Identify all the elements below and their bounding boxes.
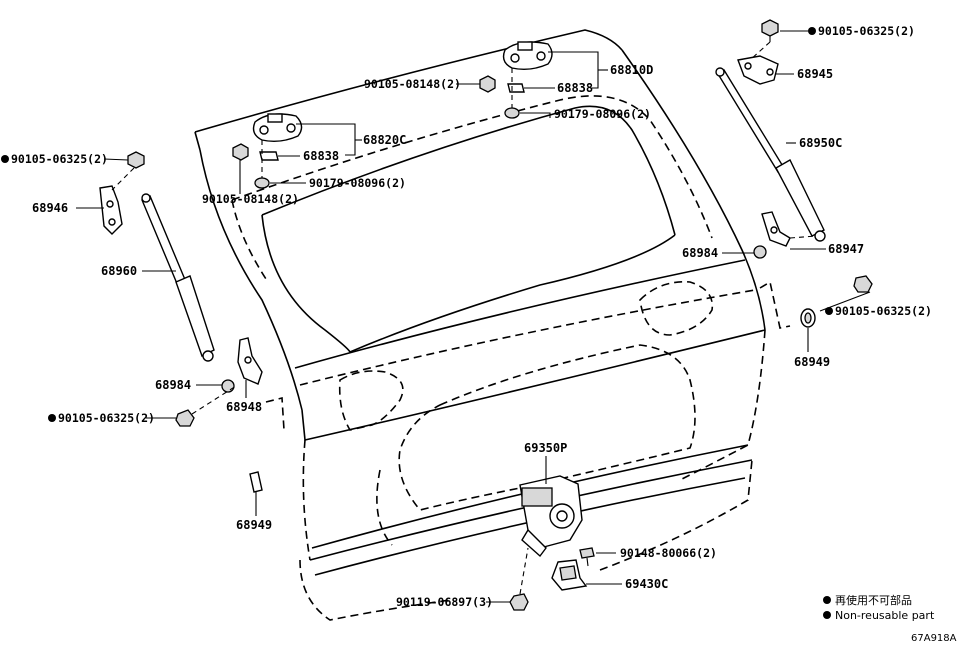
label-90148-80066: 90148-80066(2) — [620, 546, 717, 560]
label-90179-08096-top: 90179-08096(2) — [554, 107, 651, 121]
hinge-68810D — [502, 41, 553, 71]
bracket-68947 — [761, 211, 791, 247]
label-90105-06325-top-left: 90105-06325(2) — [11, 152, 108, 166]
label-68984-right: 68984 — [682, 246, 718, 260]
label-69430C: 69430C — [625, 577, 668, 591]
label-90105-08148-left: 90105-08148(2) — [202, 192, 299, 206]
bracket-68948 — [237, 337, 263, 385]
bolt-90105-08148-top — [479, 75, 496, 93]
bracket-68945 — [737, 55, 779, 85]
label-90119-06897: 90119-06897(3) — [396, 595, 493, 609]
non-reusable-dot — [48, 414, 56, 422]
legend: 再使用不可部品 Non-reusable part 67A918A — [823, 593, 957, 644]
label-90105-06325-left: 90105-06325(2) — [58, 411, 155, 425]
label-68960: 68960 — [101, 264, 137, 278]
bolt-90105-06325-top-left — [127, 151, 145, 169]
bolt-90105-08148-left — [232, 143, 249, 161]
label-68949-left: 68949 — [236, 518, 272, 532]
shim-68838-left — [259, 151, 279, 161]
label-68984-left: 68984 — [155, 378, 191, 392]
bolt-90148-80066 — [579, 547, 595, 567]
non-reusable-dot — [825, 307, 833, 315]
label-68945: 68945 — [797, 67, 833, 81]
bolt-90105-06325-top-right — [761, 19, 779, 42]
label-68838-left: 68838 — [303, 149, 339, 163]
label-90179-08096-left: 90179-08096(2) — [309, 176, 406, 190]
label-68946: 68946 — [32, 201, 68, 215]
grommet-68949-left — [249, 471, 263, 493]
label-68838-top: 68838 — [557, 81, 593, 95]
non-reusable-dot — [1, 155, 9, 163]
label-90105-06325-top-right: 90105-06325(2) — [818, 24, 915, 38]
label-68949-right: 68949 — [794, 355, 830, 369]
striker-69430C — [551, 559, 588, 591]
nut-90179-08096-left — [254, 177, 270, 189]
shim-68838-top — [507, 83, 525, 93]
legend-dot-1 — [823, 596, 831, 604]
bolt-90119-06897 — [509, 593, 529, 611]
label-68820C: 68820C — [363, 133, 406, 147]
bolt-90105-06325-left — [175, 409, 195, 427]
nut-90179-08096-top — [504, 107, 520, 119]
legend-dot-2 — [823, 611, 831, 619]
gas-strut-68950C — [715, 67, 826, 242]
label-68810D: 68810D — [610, 63, 653, 77]
grommet-68949-right — [800, 308, 816, 328]
label-68947: 68947 — [828, 242, 864, 256]
lock-assembly-69350P — [519, 475, 583, 558]
non-reusable-dot — [808, 27, 816, 35]
legend-line-2: Non-reusable part — [835, 609, 935, 622]
washer-68984-right — [753, 245, 767, 259]
reference-code: 67A918A — [911, 633, 957, 644]
hinge-68820C — [252, 113, 303, 143]
label-68950C: 68950C — [799, 136, 842, 150]
label-90105-06325-right: 90105-06325(2) — [835, 304, 932, 318]
label-69350P: 69350P — [524, 441, 567, 455]
washer-68984-left — [221, 379, 235, 393]
bolt-90105-06325-right — [853, 275, 873, 293]
label-90105-08148-top: 90105-08148(2) — [364, 77, 461, 91]
callout-labels: 68810D 68838 90105-08148(2) 90179-08096(… — [1, 24, 932, 609]
gas-strut-68960 — [141, 193, 215, 362]
bracket-68946 — [99, 185, 123, 235]
label-68948: 68948 — [226, 400, 262, 414]
legend-line-1: 再使用不可部品 — [835, 593, 912, 607]
